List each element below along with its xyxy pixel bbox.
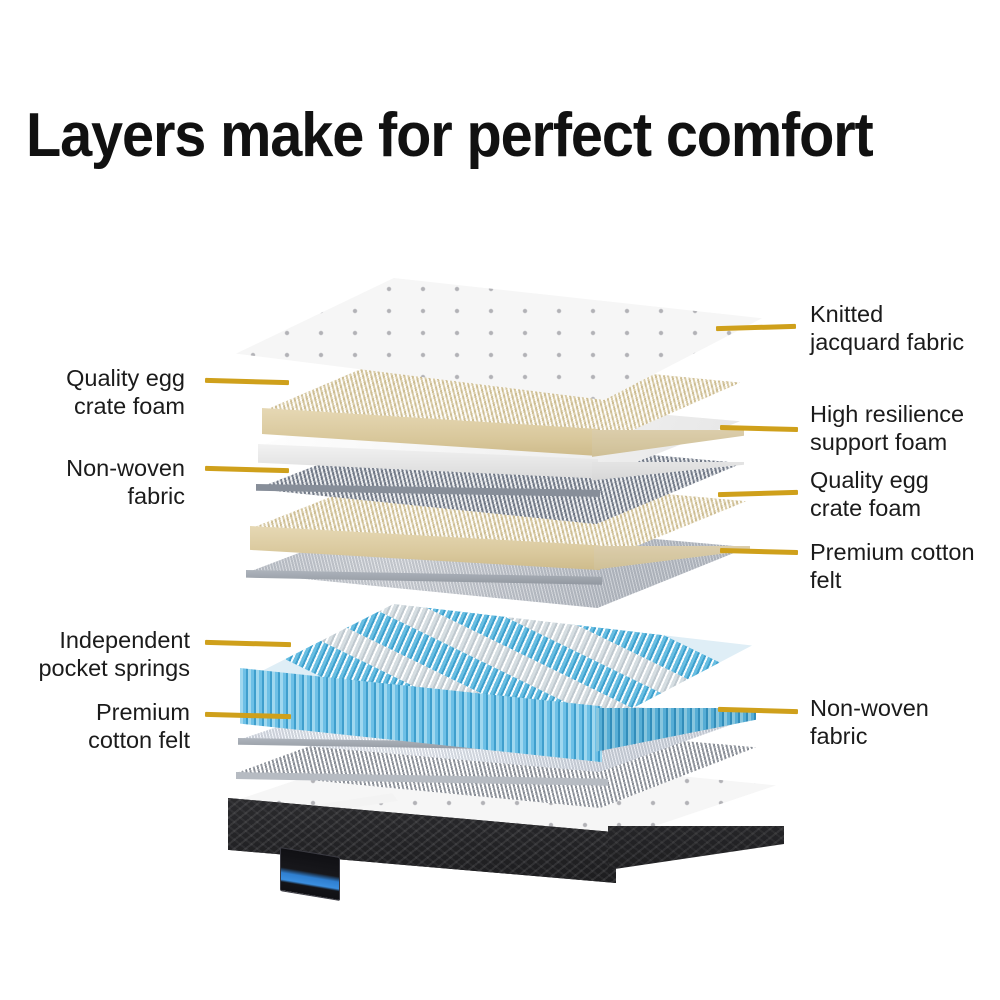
callout-high-resilience-support-foam: High resilience support foam: [810, 400, 1000, 456]
callout-line-1: Premium cotton: [810, 539, 975, 565]
callout-premium-cotton-felt-lower: Premium cotton felt: [0, 698, 190, 754]
callout-line-1: Non-woven: [810, 695, 929, 721]
callout-non-woven-fabric-lower: Non-woven fabric: [810, 694, 1000, 750]
callout-line-1: Knitted: [810, 301, 884, 327]
callout-independent-pocket-springs: Independent pocket springs: [0, 626, 190, 682]
callout-line-1: High resilience: [810, 401, 965, 427]
callout-line-2: cotton felt: [88, 727, 190, 753]
callout-line-2: support foam: [810, 429, 948, 455]
knitted-jacquard-fabric-face: [236, 278, 762, 400]
mattress-brand-badge: [280, 846, 340, 902]
callout-line-1: Quality egg: [66, 365, 185, 391]
callout-line-1: Non-woven: [66, 455, 185, 481]
callout-line-1: Quality egg: [810, 467, 929, 493]
callout-line-2: jacquard fabric: [810, 329, 965, 355]
callout-line-2: felt: [810, 567, 842, 593]
layer-knitted-jacquard-fabric: [236, 278, 762, 408]
callout-line-1: Premium: [95, 699, 190, 725]
callout-line-2: pocket springs: [38, 655, 190, 681]
callout-line-2: fabric: [810, 723, 868, 749]
single-coil-cutaway: [618, 604, 681, 619]
egg-crate-foam-top-edge-right: [592, 430, 744, 457]
callout-non-woven-fabric-upper: Non-woven fabric: [0, 454, 185, 510]
callout-line-2: fabric: [127, 483, 185, 509]
page-title: Layers make for perfect comfort: [26, 100, 874, 170]
callout-knitted-jacquard-fabric: Knitted jacquard fabric: [810, 300, 1000, 356]
layer-independent-pocket-springs: [240, 604, 756, 774]
callout-line-1: Independent: [59, 627, 190, 653]
callout-premium-cotton-felt-upper: Premium cotton felt: [810, 538, 1000, 594]
callout-quality-egg-crate-foam-mid: Quality egg crate foam: [810, 466, 1000, 522]
callout-line-2: crate foam: [810, 495, 922, 521]
callout-quality-egg-crate-foam-top: Quality egg crate foam: [0, 364, 185, 420]
callout-line-2: crate foam: [73, 393, 185, 419]
mattress-base-side-right: [608, 826, 784, 870]
